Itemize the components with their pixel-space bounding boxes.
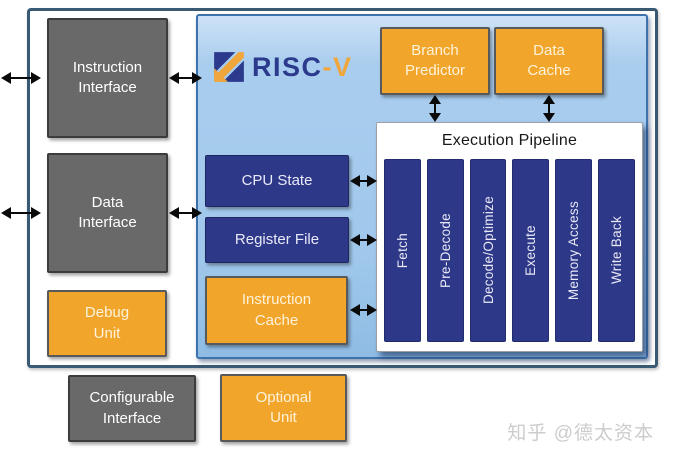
pipeline-stage-execute-label: Execute	[523, 225, 539, 276]
pipeline-stage-write-back: Write Back	[598, 159, 635, 342]
pipeline-stage-pre-decode-label: Pre-Decode	[437, 212, 453, 289]
external-data-bus-arrow	[1, 207, 41, 219]
external-instruction-bus-arrow	[1, 72, 41, 84]
risc-v-logo-text: RISC-V	[252, 52, 353, 83]
execution-pipeline-title: Execution Pipeline	[441, 132, 578, 149]
register-file-pipeline-arrow	[350, 234, 377, 246]
cpu-state-label: CPU State	[241, 171, 313, 189]
branch-predictor-label: Branch Predictor	[404, 41, 466, 79]
instruction-cache-block: Instruction Cache	[205, 276, 348, 345]
instruction-cache-label: Instruction Cache	[241, 291, 312, 329]
pipeline-stages: Fetch Pre-Decode Decode/Optimize Execute…	[384, 159, 635, 342]
configurable-interface-label: Configurable Interface	[89, 389, 175, 427]
optional-unit-label: Optional Unit	[255, 388, 312, 426]
data-interface-core-arrow	[169, 207, 202, 219]
execution-pipeline-box: Execution Pipeline Fetch Pre-Decode Deco…	[376, 122, 643, 352]
debug-unit-label: Debug Unit	[84, 304, 130, 342]
zhihu-watermark: 知乎 @德太资本	[507, 423, 654, 444]
data-cache-block: Data Cache	[494, 27, 604, 95]
cpu-state-block: CPU State	[205, 155, 349, 207]
logo-v-text: -V	[322, 51, 353, 82]
risc-v-logo-icon	[214, 52, 244, 82]
pipeline-stage-decode-optimize: Decode/Optimize	[469, 159, 507, 342]
instruction-interface-core-arrow	[169, 72, 202, 84]
configurable-interface-block: Configurable Interface	[68, 375, 196, 442]
logo-risc-text: RISC	[252, 51, 323, 82]
optional-unit-block: Optional Unit	[220, 374, 347, 442]
data-interface-label: Data Interface	[78, 193, 137, 231]
risc-v-logo: RISC-V	[212, 50, 353, 84]
pipeline-stage-execute: Execute	[512, 159, 550, 342]
pipeline-stage-memory-access-label: Memory Access	[566, 200, 582, 301]
branch-predictor-pipeline-arrow	[429, 95, 441, 122]
data-interface-block: Data Interface	[47, 153, 168, 273]
instruction-interface-block: Instruction Interface	[47, 18, 168, 138]
pipeline-stage-fetch-label: Fetch	[394, 232, 410, 269]
instruction-interface-label: Instruction Interface	[72, 58, 143, 96]
instruction-cache-pipeline-arrow	[350, 304, 377, 316]
register-file-block: Register File	[205, 217, 349, 263]
cpu-state-pipeline-arrow	[350, 175, 377, 187]
data-cache-label: Data Cache	[527, 41, 571, 79]
pipeline-stage-pre-decode: Pre-Decode	[426, 159, 464, 342]
pipeline-stage-write-back-label: Write Back	[609, 216, 625, 285]
register-file-label: Register File	[234, 230, 320, 248]
pipeline-stage-memory-access: Memory Access	[555, 159, 593, 342]
debug-unit-block: Debug Unit	[47, 290, 167, 357]
pipeline-stage-fetch: Fetch	[384, 159, 421, 342]
branch-predictor-block: Branch Predictor	[380, 27, 490, 95]
data-cache-pipeline-arrow	[543, 95, 555, 122]
pipeline-stage-decode-optimize-label: Decode/Optimize	[480, 196, 496, 305]
